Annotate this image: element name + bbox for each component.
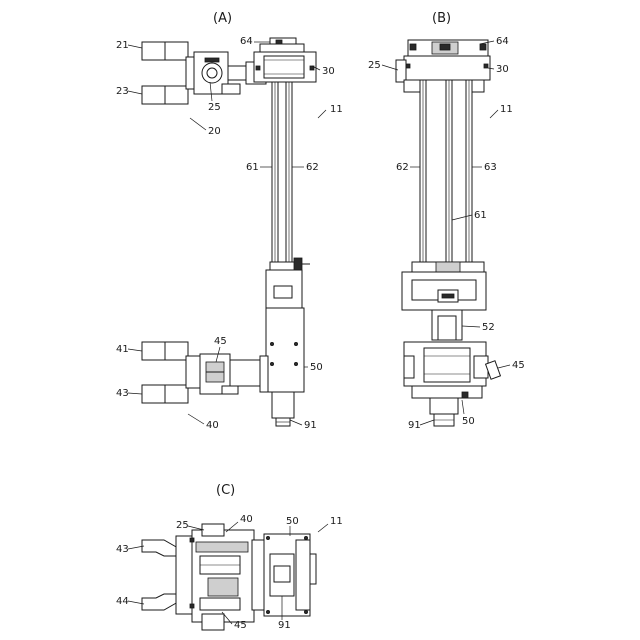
ref-b-25: 25 [368,60,381,71]
ref-c-50: 50 [286,516,299,527]
ref-b-52: 52 [482,322,495,333]
ref-a-11: 11 [330,104,343,115]
view-a-label: (A) [213,11,232,26]
body-50-c [252,534,316,616]
ref-c-25: 25 [176,520,189,531]
ref-a-21: 21 [116,40,129,51]
ref-a-61: 61 [246,162,259,173]
ref-c-11: 11 [330,516,343,527]
ref-c-44: 44 [116,596,129,607]
ref-a-43: 43 [116,388,129,399]
ref-b-62: 62 [396,162,409,173]
ref-b-11: 11 [500,104,513,115]
ref-b-64: 64 [496,36,509,47]
ref-b-45: 45 [512,360,525,371]
ref-c-91: 91 [278,620,291,631]
ref-a-30: 30 [322,66,335,77]
ref-a-45: 45 [214,336,227,347]
ref-b-30: 30 [496,64,509,75]
ref-b-63: 63 [484,162,497,173]
ref-b-50: 50 [462,416,475,427]
ref-c-43: 43 [116,544,129,555]
view-c: (C) [116,483,343,631]
view-c-label: (C) [216,483,235,498]
ref-c-45: 45 [234,620,247,631]
actuator-c [190,524,254,630]
ref-a-25: 25 [208,102,221,113]
view-b-label: (B) [432,11,451,26]
body-50-a [266,258,310,426]
ref-b-91: 91 [408,420,421,431]
ref-a-20: 20 [208,126,221,137]
ref-a-50: 50 [310,362,323,373]
rods-b [420,80,472,268]
ref-a-91: 91 [304,420,317,431]
ref-b-61: 61 [474,210,487,221]
ref-a-41: 41 [116,344,129,355]
lower-gripper [142,342,268,403]
ref-a-40: 40 [206,420,219,431]
ref-a-64: 64 [240,36,253,47]
ref-a-62: 62 [306,162,319,173]
upper-block-30 [254,38,316,82]
ref-a-23: 23 [116,86,129,97]
ref-c-40: 40 [240,514,253,525]
view-b: (B) [368,11,525,431]
view-a: (A) [116,11,343,431]
rods-a [272,82,292,266]
top-block-30-b [396,40,490,92]
jaws-c [142,536,194,614]
carriage-b [402,262,486,310]
upper-gripper [142,42,266,104]
